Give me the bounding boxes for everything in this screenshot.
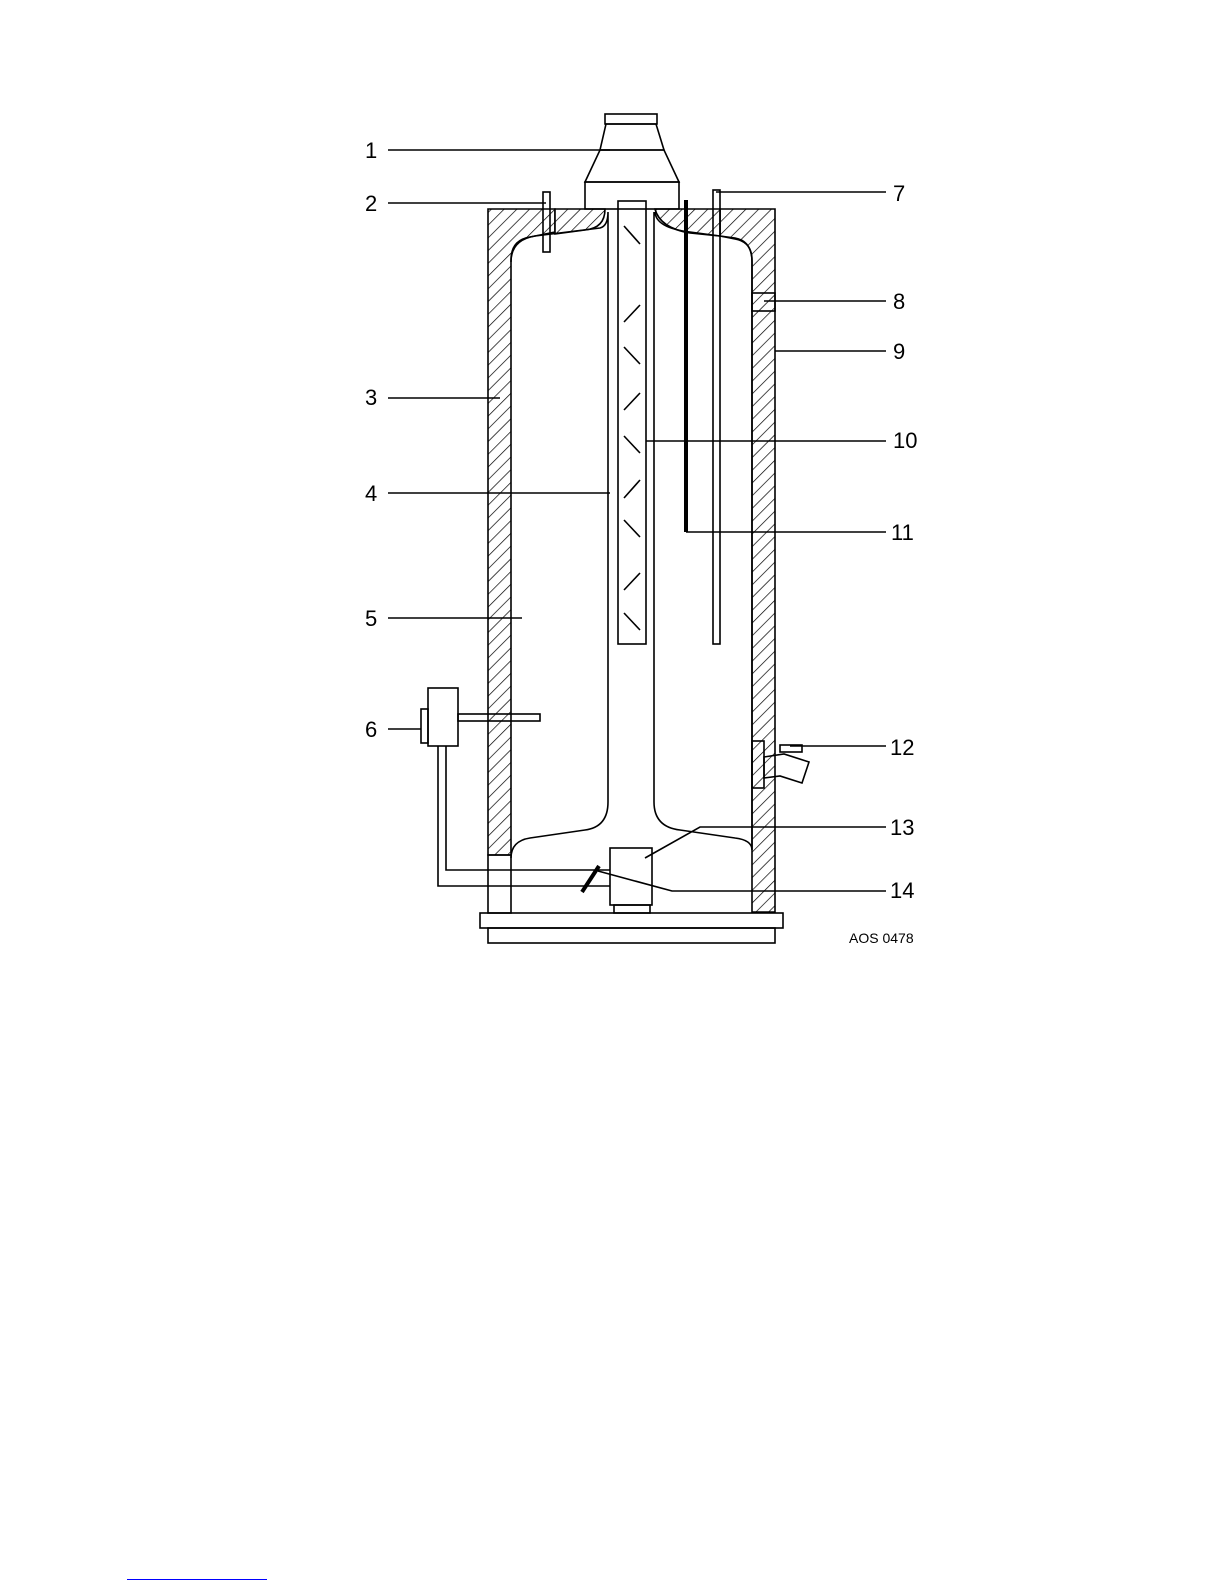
callout-11: 11 bbox=[891, 520, 914, 545]
flue-baffle bbox=[618, 201, 646, 644]
callout-10: 10 bbox=[893, 428, 917, 453]
callout-5: 5 bbox=[365, 606, 377, 631]
callout-7: 7 bbox=[893, 181, 905, 206]
callout-12: 12 bbox=[890, 735, 914, 760]
combustion-chamber-opening bbox=[488, 855, 511, 913]
callout-9: 9 bbox=[893, 339, 905, 364]
heater-base bbox=[480, 913, 783, 943]
callout-labels: 1 2 3 4 5 6 7 8 9 10 11 12 13 14 bbox=[365, 138, 917, 903]
figure-code: AOS 0478 bbox=[849, 930, 914, 946]
leader-lines bbox=[388, 150, 886, 891]
burner-assembly bbox=[582, 848, 652, 913]
callout-6: 6 bbox=[365, 717, 377, 742]
callout-8: 8 bbox=[893, 289, 905, 314]
callout-14: 14 bbox=[890, 878, 914, 903]
gas-control-thermostat bbox=[421, 688, 610, 886]
tank-inner-wall bbox=[511, 212, 752, 858]
callout-2: 2 bbox=[365, 191, 377, 216]
draft-hood bbox=[585, 114, 679, 209]
callout-13: 13 bbox=[890, 815, 914, 840]
callout-3: 3 bbox=[365, 385, 377, 410]
dip-tube bbox=[713, 190, 720, 644]
callout-1: 1 bbox=[365, 138, 377, 163]
callout-4: 4 bbox=[365, 481, 377, 506]
footer-rule bbox=[127, 1579, 267, 1580]
